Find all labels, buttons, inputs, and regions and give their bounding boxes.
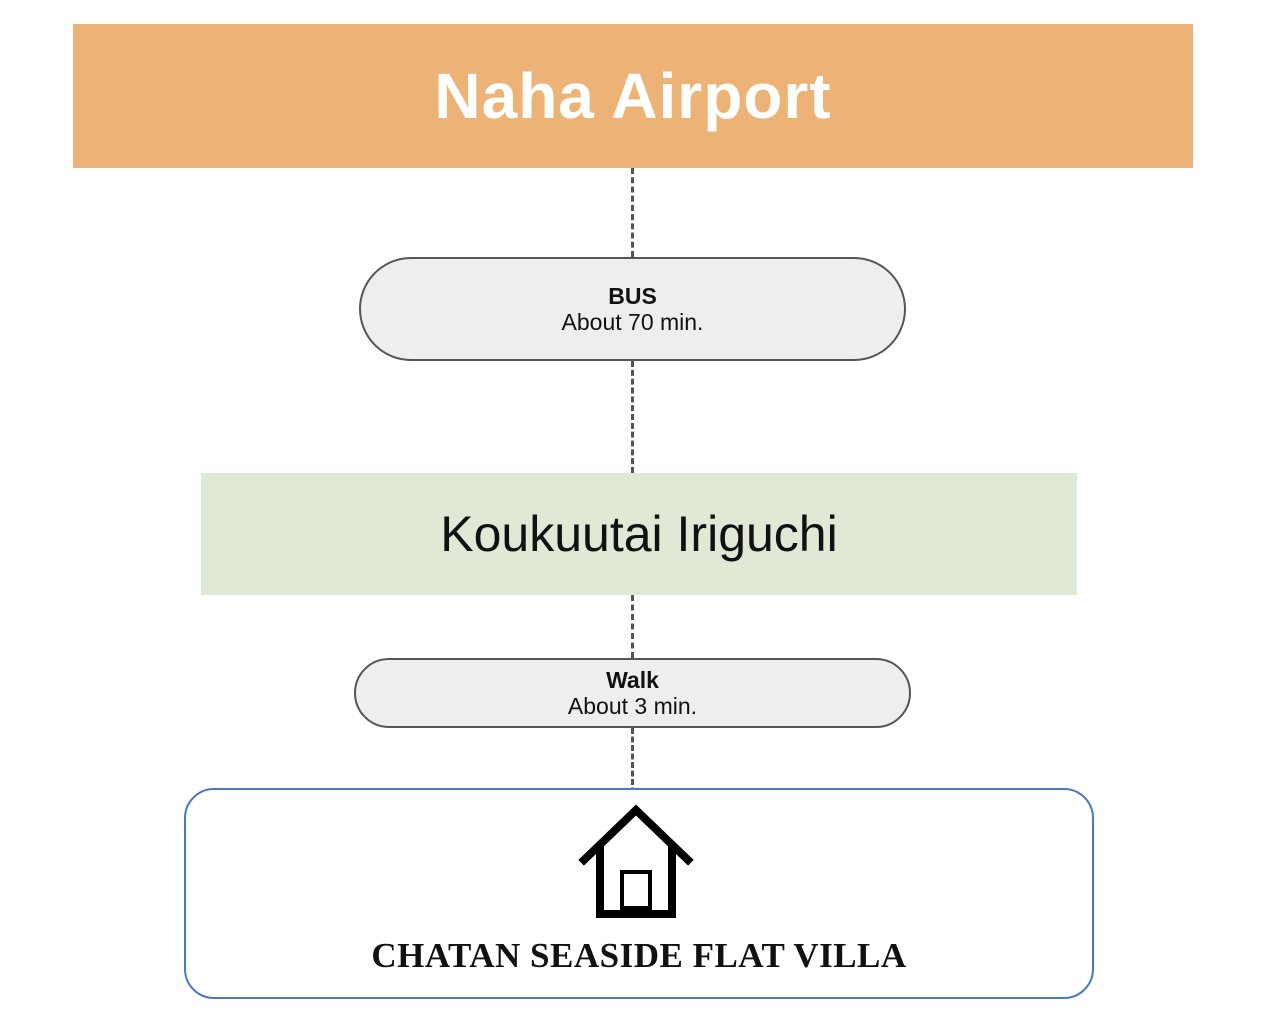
origin-title: Naha Airport: [434, 60, 832, 132]
leg-walk: Walk About 3 min.: [354, 658, 911, 728]
origin-node: Naha Airport: [73, 24, 1193, 168]
destination-title: CHATAN SEASIDE FLAT VILLA: [371, 936, 907, 975]
leg-duration-label: About 70 min.: [561, 309, 704, 335]
house-icon: [578, 804, 694, 918]
connector-station-walk: [631, 595, 634, 658]
leg-duration-label: About 3 min.: [567, 693, 698, 719]
leg-mode-label: Walk: [606, 667, 659, 693]
stop-title: Koukuutai Iriguchi: [440, 506, 838, 562]
destination-node: CHATAN SEASIDE FLAT VILLA: [184, 788, 1094, 999]
leg-mode-label: BUS: [608, 283, 657, 309]
connector-bus-station: [631, 361, 634, 473]
connector-walk-villa: [631, 728, 634, 802]
connector-airport-bus: [631, 168, 634, 257]
leg-bus: BUS About 70 min.: [359, 257, 906, 361]
stop-node: Koukuutai Iriguchi: [201, 473, 1077, 595]
